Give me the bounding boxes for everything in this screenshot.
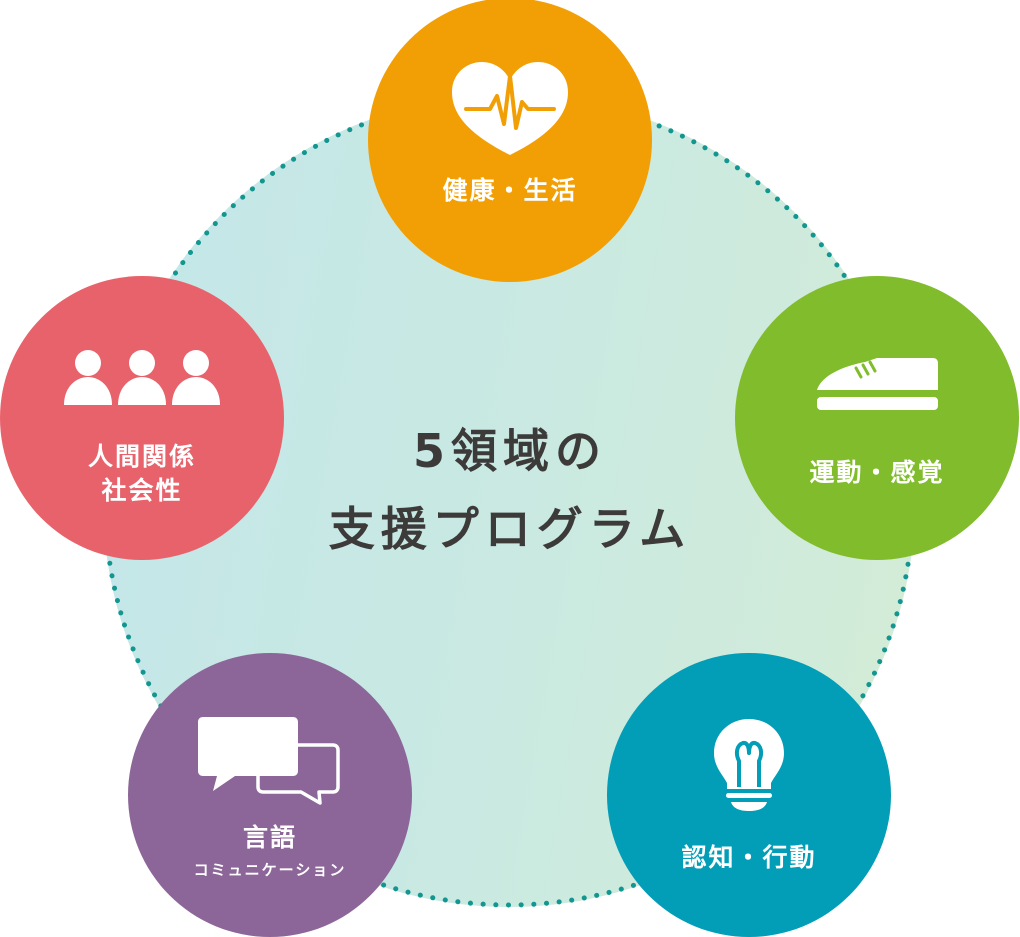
domain-social-label-line-1: 人間関係 bbox=[87, 442, 196, 471]
domain-language-label: 言語 bbox=[242, 823, 297, 852]
people-group-icon bbox=[62, 346, 222, 410]
domain-social-label-line-2: 社会性 bbox=[101, 476, 183, 505]
title-line-1: 5領域の bbox=[412, 424, 607, 478]
domain-motor[interactable]: 運動・感覚 bbox=[735, 276, 1019, 560]
heart-pulse-icon bbox=[450, 60, 570, 160]
domain-cognition-label: 認知・行動 bbox=[681, 843, 817, 872]
center-title: 5領域の 支援プログラム bbox=[260, 412, 760, 568]
title-line-2: 支援プログラム bbox=[328, 502, 692, 556]
domain-language-sublabel: コミュニケーション bbox=[193, 861, 347, 879]
domain-social[interactable]: 人間関係 社会性 bbox=[0, 276, 284, 560]
shoe-icon bbox=[815, 356, 939, 412]
domain-cognition[interactable]: 認知・行動 bbox=[607, 653, 891, 937]
domain-health[interactable]: 健康・生活 bbox=[368, 0, 652, 282]
speech-bubbles-icon bbox=[197, 715, 343, 807]
domain-motor-label: 運動・感覚 bbox=[809, 458, 945, 487]
domain-health-label: 健康・生活 bbox=[442, 176, 578, 205]
domain-language[interactable]: 言語 コミュニケーション bbox=[128, 653, 412, 937]
lightbulb-icon bbox=[711, 717, 787, 813]
